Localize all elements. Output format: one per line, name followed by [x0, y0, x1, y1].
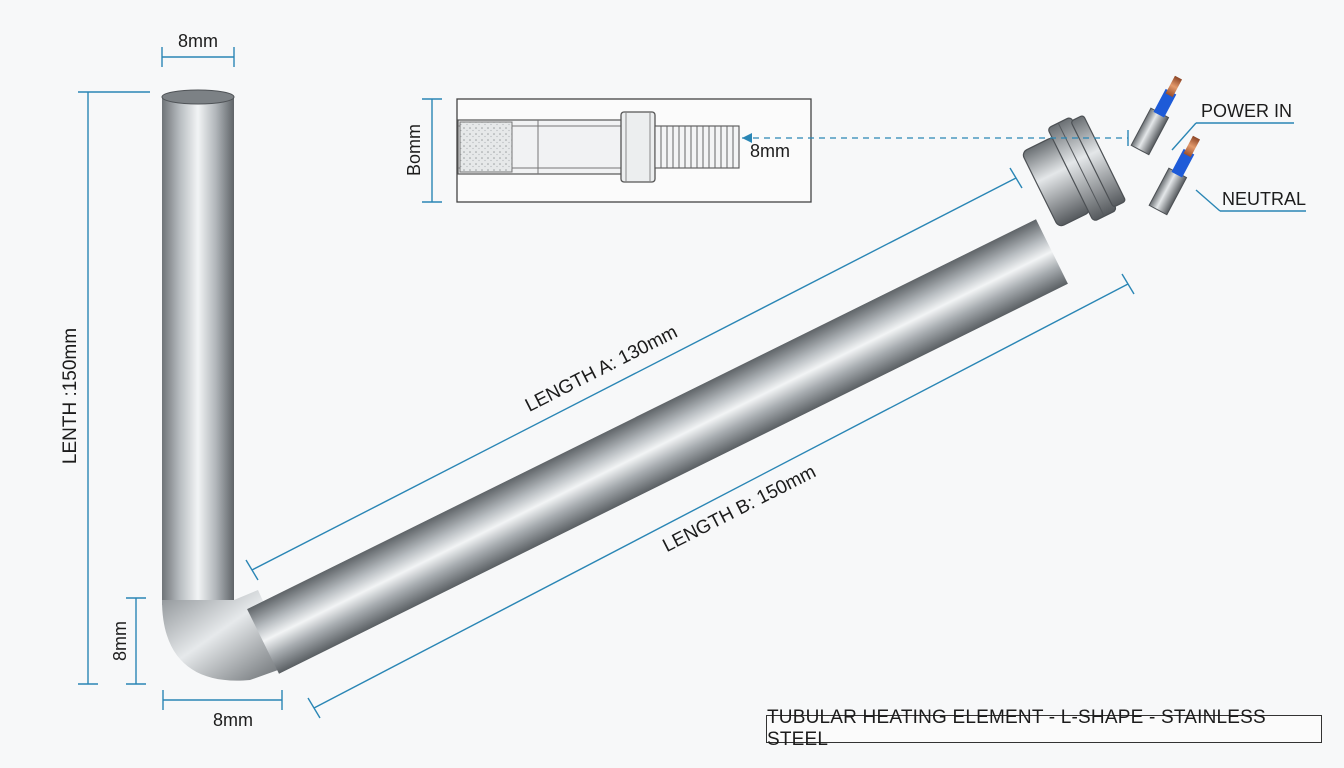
label-power-in: POWER IN: [1201, 101, 1292, 121]
terminal-fitting: [1022, 115, 1126, 227]
dim-bottom-width: 8mm: [162, 690, 283, 730]
tube-diagonal-leg: [247, 219, 1068, 674]
diagram-title: TUBULAR HEATING ELEMENT - L-SHAPE - STAI…: [766, 707, 1322, 750]
dim-length-a: LENGTH A: 130mm: [245, 167, 1023, 581]
dim-bend-height: 8mm: [110, 597, 146, 685]
label-detail-height: Bomm: [404, 124, 424, 176]
label-length-b: LENGTH B: 150mm: [659, 461, 819, 556]
detail-inset: 8mm Bomm: [404, 98, 812, 203]
dim-vertical-length: LENTH :150mm: [60, 91, 150, 685]
dim-length-b: LENGTH B: 150mm: [307, 273, 1135, 719]
detail-leader-arrow: [742, 133, 752, 143]
terminal-pin-neutral: [1148, 135, 1201, 216]
label-bottom-width: 8mm: [213, 710, 253, 730]
label-detail-thread: 8mm: [750, 141, 790, 161]
detail-insulation: [459, 121, 513, 173]
terminal-pin-power: [1130, 75, 1183, 156]
label-bend-height: 8mm: [110, 621, 130, 661]
heating-tube: [161, 75, 1201, 681]
tube-top-cap: [161, 89, 235, 105]
label-vertical-length: LENTH :150mm: [60, 328, 81, 464]
callout-power-in: POWER IN: [1171, 101, 1294, 151]
label-top-width: 8mm: [178, 31, 218, 51]
label-length-a: LENGTH A: 130mm: [522, 322, 681, 417]
dim-top-width: 8mm: [161, 31, 235, 67]
tube-vertical-leg: [162, 97, 234, 605]
label-neutral: NEUTRAL: [1222, 189, 1306, 209]
callout-neutral: NEUTRAL: [1195, 189, 1306, 212]
